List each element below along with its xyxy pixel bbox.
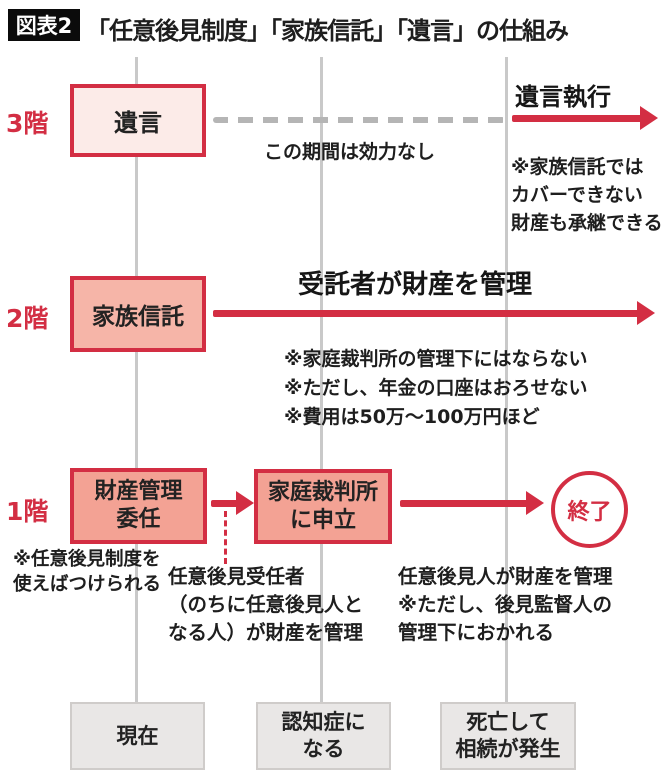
guardian-candidate-line: （のちに任意後見人と xyxy=(168,593,364,616)
page-title: 「任意後見制度」「家族信託」「遺言」の仕組み xyxy=(86,17,569,45)
floor1-label: 1階 xyxy=(6,497,49,526)
guardianship-availability-note: ※任意後見制度を 使えばつけられる xyxy=(13,547,161,597)
family-trust-note-line: ※費用は50万〜100万円ほど xyxy=(284,406,540,428)
timeline-death-line: 死亡して xyxy=(466,710,550,734)
family-court-box: 家庭裁判所 に申立 xyxy=(254,469,392,544)
no-effect-dashed-line xyxy=(213,117,505,123)
floor3-label: 3階 xyxy=(6,109,49,138)
will-note-line: 財産も承継できる xyxy=(511,212,663,234)
figure-number-badge: 図表2 xyxy=(8,9,80,41)
timeline-death-line: 相続が発生 xyxy=(455,737,561,761)
property-delegation-line: 財産管理 xyxy=(94,479,183,504)
will-note-line: ※家族信託では xyxy=(511,156,644,178)
guardian-candidate-line: なる人）が財産を管理 xyxy=(168,621,364,644)
floor2-label: 2階 xyxy=(6,304,49,333)
guardianship-availability-line: ※任意後見制度を xyxy=(13,549,161,570)
end-circle-label: 終了 xyxy=(567,499,612,525)
will-box-label: 遺言 xyxy=(114,109,162,137)
property-delegation-line: 委任 xyxy=(116,507,161,532)
no-effect-caption: この期間は効力なし xyxy=(264,141,436,163)
will-execution-arrowhead-icon xyxy=(640,106,658,130)
family-trust-arrow xyxy=(213,310,639,317)
court-to-end-arrow xyxy=(400,500,528,507)
timeline-line-now xyxy=(135,57,138,703)
will-execution-title: 遺言執行 xyxy=(515,83,611,111)
guardian-supervision-note: 任意後見人が財産を管理 ※ただし、後見監督人の 管理下におかれる xyxy=(398,563,613,647)
will-notes: ※家族信託では カバーできない 財産も承継できる xyxy=(511,153,663,237)
timeline-line-death xyxy=(505,57,508,703)
will-box: 遺言 xyxy=(70,84,206,157)
will-execution-arrow xyxy=(512,115,642,122)
guardianship-availability-line: 使えばつけられる xyxy=(13,574,162,595)
family-trust-note-line: ※ただし、年金の口座はおろせない xyxy=(284,377,588,399)
guardian-candidate-line: 任意後見受任者 xyxy=(168,565,305,588)
delegation-to-court-arrowhead-icon xyxy=(236,491,254,515)
guardian-supervision-line: ※ただし、後見監督人の xyxy=(398,593,612,616)
timeline-box-death: 死亡して 相続が発生 xyxy=(440,702,576,770)
trustee-manages-title: 受託者が財産を管理 xyxy=(298,270,533,300)
timeline-line-dementia xyxy=(320,57,323,703)
delegation-to-court-arrow xyxy=(211,500,239,507)
family-trust-arrowhead-icon xyxy=(637,301,655,325)
family-trust-box-label: 家族信託 xyxy=(92,304,184,330)
guardian-supervision-line: 管理下におかれる xyxy=(398,621,555,644)
end-circle: 終了 xyxy=(551,471,628,548)
guardian-candidate-note: 任意後見受任者 （のちに任意後見人と なる人）が財産を管理 xyxy=(168,563,363,647)
will-note-line: カバーできない xyxy=(511,184,643,206)
family-trust-notes: ※家庭裁判所の管理下にはならない ※ただし、年金の口座はおろせない ※費用は50… xyxy=(284,345,587,432)
family-court-line: 家庭裁判所 xyxy=(267,479,378,505)
guardian-supervision-line: 任意後見人が財産を管理 xyxy=(398,565,613,588)
timeline-box-dementia: 認知症に なる xyxy=(256,702,391,770)
property-delegation-box: 財産管理 委任 xyxy=(70,468,207,544)
timeline-now-label: 現在 xyxy=(116,723,159,748)
timeline-box-now: 現在 xyxy=(70,702,205,770)
timeline-dementia-line: 認知症に xyxy=(281,710,366,734)
court-to-end-arrowhead-icon xyxy=(526,491,544,515)
guardian-dashed-connector xyxy=(224,511,227,564)
family-trust-box: 家族信託 xyxy=(70,276,206,352)
family-court-line: に申立 xyxy=(289,507,356,533)
family-trust-note-line: ※家庭裁判所の管理下にはならない xyxy=(284,348,588,370)
timeline-dementia-line: なる xyxy=(302,737,345,761)
